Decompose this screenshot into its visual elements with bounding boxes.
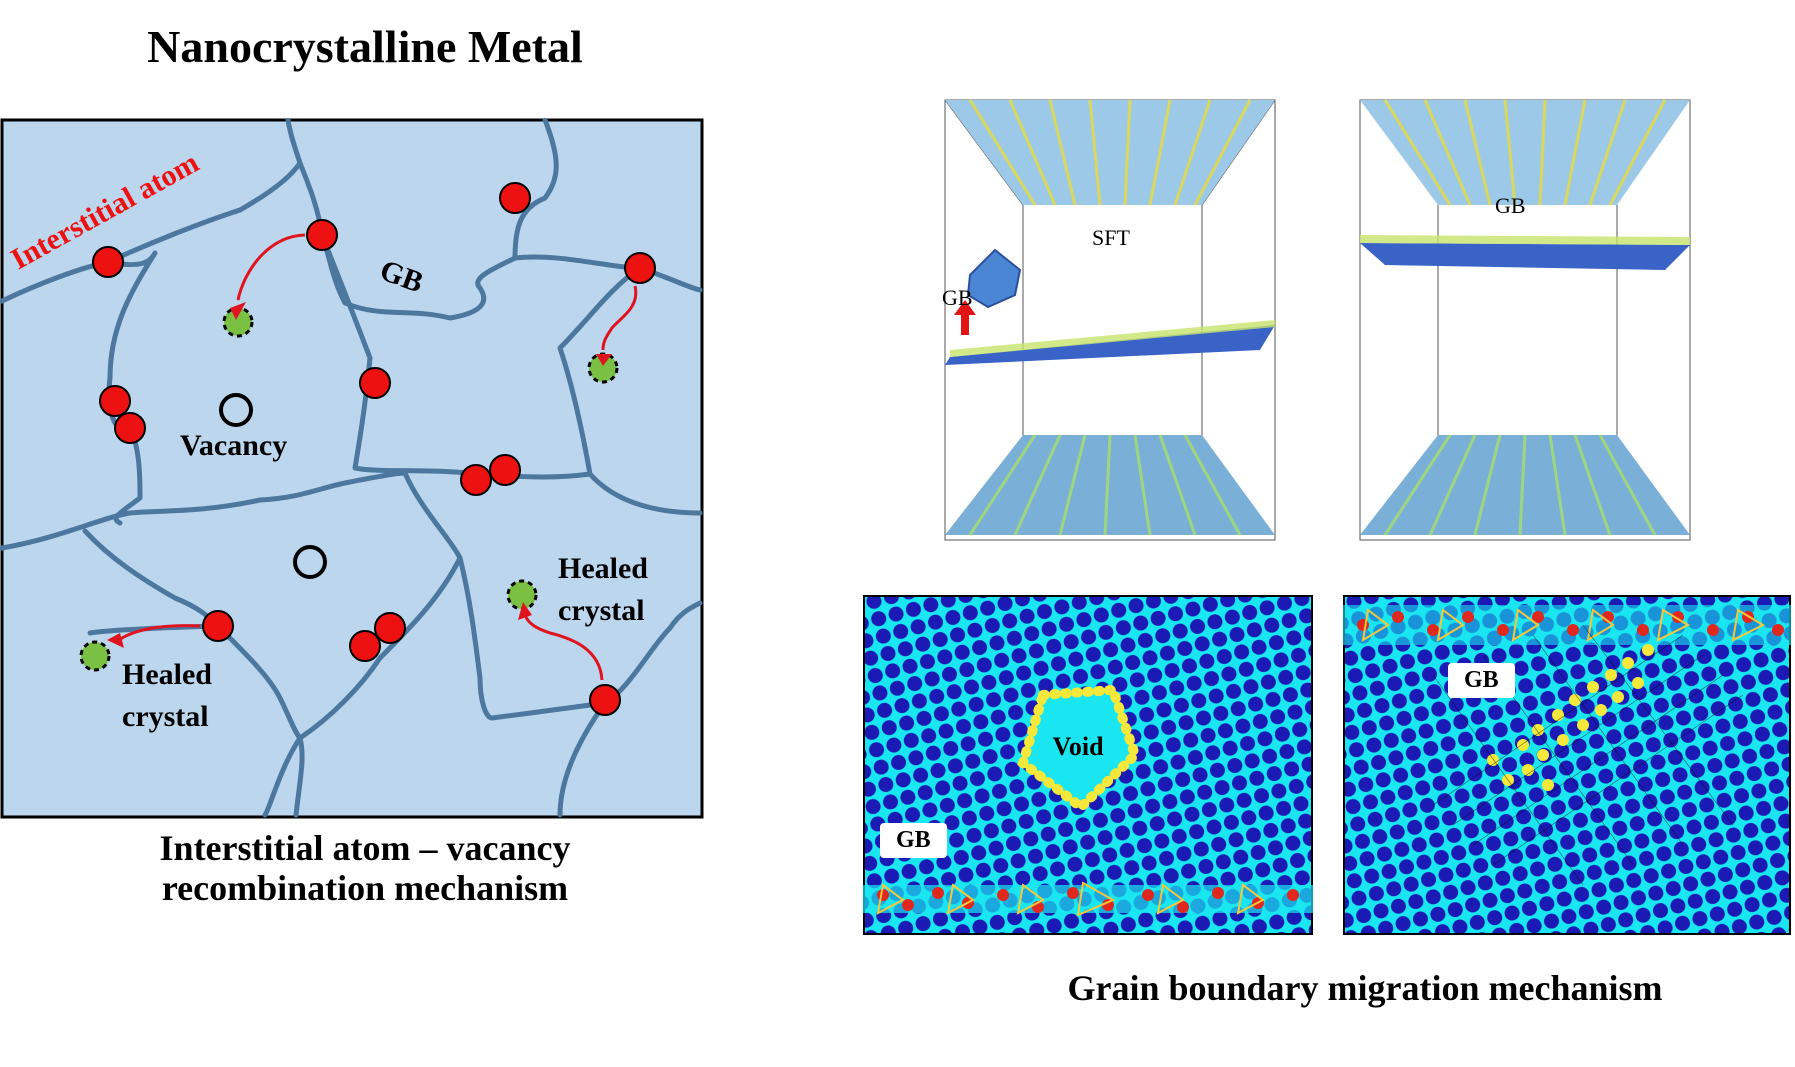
- healed-sites: [79, 306, 619, 672]
- gb-atoms: [877, 887, 1299, 913]
- stripes-top: [968, 99, 1252, 206]
- main-title: Nanocrystalline Metal: [147, 21, 583, 72]
- label-healed-right-line2: crystal: [558, 594, 645, 627]
- sft-cluster: [966, 248, 1022, 309]
- interstitial-atom: [99, 385, 131, 417]
- interstitial-atom: [114, 412, 146, 444]
- grain-schematic: Interstitial atom GB Vacancy Healed crys…: [0, 118, 704, 819]
- healed-site: [79, 640, 111, 672]
- gb-triangles: [876, 881, 1265, 917]
- interstitial-atom: [349, 630, 381, 662]
- interstitial-atom: [374, 612, 406, 644]
- migrated-void-atoms: [1487, 644, 1654, 791]
- interstitial-atom: [92, 246, 124, 278]
- md-box-with-sft: SFT GB: [942, 99, 1276, 541]
- arrow-icon: [523, 614, 604, 681]
- healed-site: [506, 579, 538, 611]
- arrow-icon: [236, 233, 306, 301]
- gb-layer: [1360, 243, 1690, 270]
- arrow-icon: [601, 285, 638, 351]
- interstitial-atom: [359, 367, 391, 399]
- label-sft: SFT: [1092, 225, 1130, 250]
- interstitial-atom: [306, 219, 338, 251]
- left-caption-line1: Interstitial atom – vacancy: [159, 828, 571, 868]
- label-healed-left-line2: crystal: [122, 700, 209, 733]
- arrow-heads: [107, 302, 612, 648]
- md-snapshot-gb-migration: [1343, 595, 1791, 935]
- grain-schematic-frame: [0, 118, 704, 819]
- atom-lattice: [1343, 595, 1791, 935]
- interstitial-atom: [460, 464, 492, 496]
- left-caption-line2: recombination mechanism: [161, 868, 569, 908]
- label-void: Void: [1052, 732, 1104, 761]
- interstitial-atom: [499, 182, 531, 214]
- interstitial-atom: [624, 252, 656, 284]
- interstitial-atoms: [92, 182, 656, 716]
- top-atom-layer: [945, 100, 1275, 205]
- gb-band: [1343, 605, 1791, 645]
- label-vacancy: Vacancy: [180, 429, 287, 462]
- left-caption: Interstitial atom – vacancy recombinatio…: [100, 828, 630, 908]
- interstitial-atom: [202, 610, 234, 642]
- stripes-bottom: [968, 434, 1242, 536]
- label-gb-bottom-right: GB: [1448, 663, 1515, 698]
- gb-layer: [945, 325, 1275, 365]
- vacancy-icon: [219, 393, 253, 427]
- vacancies: [219, 393, 327, 579]
- top-atom-layer: [1360, 100, 1690, 205]
- interstitial-atom: [489, 454, 521, 486]
- label-healed-left-line1: Healed: [122, 658, 212, 691]
- label-healed-right-line1: Healed: [558, 552, 648, 585]
- void-region: [1017, 684, 1141, 814]
- md-box-migrated-gb: GB: [1359, 99, 1691, 541]
- label-gb-bottom-left: GB: [880, 823, 947, 858]
- arrow-icon: [961, 313, 969, 335]
- lattice-grid: [1432, 624, 1744, 886]
- label-gb-top-right: GB: [1495, 193, 1526, 218]
- right-caption: Grain boundary migration mechanism: [1067, 968, 1663, 1008]
- interstitial-atom: [589, 684, 621, 716]
- md-snapshot-void: Void: [863, 595, 1313, 935]
- label-gb-top-left: GB: [942, 285, 973, 310]
- vacancy-icon: [293, 545, 327, 579]
